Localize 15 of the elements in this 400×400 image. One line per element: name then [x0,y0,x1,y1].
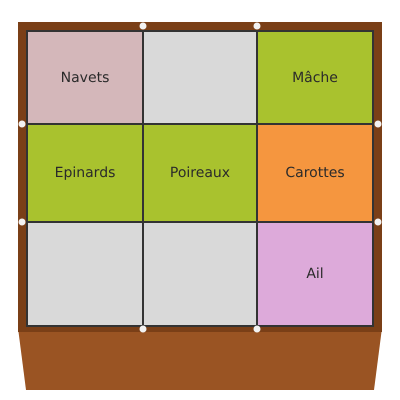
plant-name: Carottes [285,165,345,181]
planting-square [144,125,256,221]
planting-square [258,32,372,123]
planting-square [258,125,372,221]
plant-name: Epinards [54,165,116,181]
empty-square [144,223,256,325]
planting-square [28,125,142,221]
plant-name: Poireaux [170,165,230,181]
empty-square [28,223,142,325]
plant-name: Navets [60,70,110,86]
empty-square [144,32,256,123]
plant-name: Ail [306,266,324,282]
planting-square [258,223,372,325]
plant-name: Mâche [292,70,338,86]
planting-square [28,32,142,123]
